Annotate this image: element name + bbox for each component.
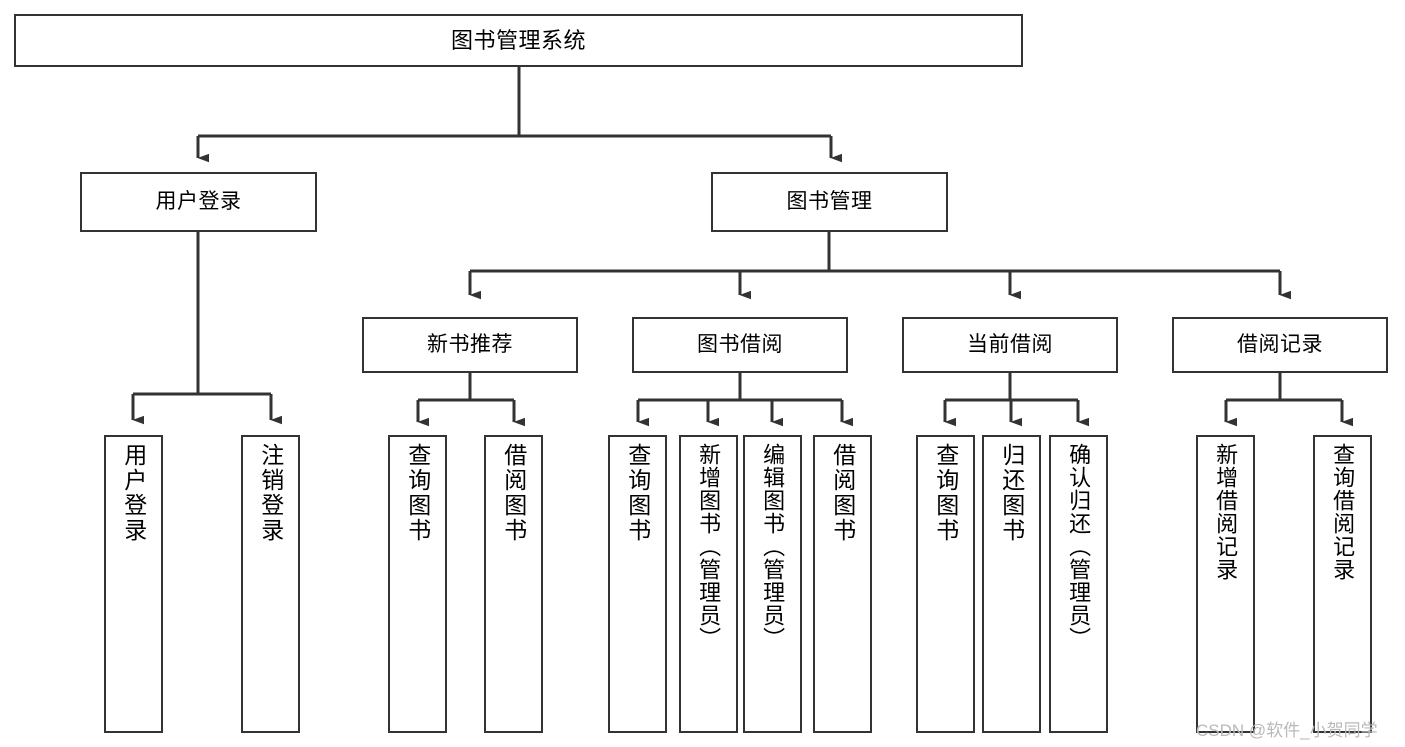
node-user-login[interactable]: 用户登录 (80, 172, 317, 232)
node-label: 查询图书 (624, 443, 651, 543)
node-label: 归还图书 (998, 443, 1025, 543)
leaf-query-book-current[interactable]: 查询图书 (916, 435, 975, 733)
node-label: 查询图书 (404, 443, 431, 543)
node-label: 图书借阅 (697, 332, 783, 356)
leaf-borrow-book-recommend[interactable]: 借阅图书 (484, 435, 543, 733)
node-label: 编辑图书（管理员） (760, 443, 786, 650)
leaf-add-borrow-record[interactable]: 新增借阅记录 (1196, 435, 1255, 733)
leaf-user-login[interactable]: 用户登录 (104, 435, 163, 733)
node-label: 借阅图书 (829, 443, 856, 543)
node-label: 用户登录 (155, 189, 242, 213)
leaf-return-book[interactable]: 归还图书 (982, 435, 1041, 733)
leaf-borrow-book-borrow[interactable]: 借阅图书 (813, 435, 872, 733)
leaf-logout-login[interactable]: 注销登录 (241, 435, 300, 733)
leaf-confirm-return-admin[interactable]: 确认归还（管理员） (1049, 435, 1108, 733)
leaf-query-book-recommend[interactable]: 查询图书 (388, 435, 447, 733)
node-label: 当前借阅 (967, 332, 1053, 356)
node-new-book-recommend[interactable]: 新书推荐 (362, 317, 578, 373)
watermark-text: CSDN @软件_小贺同学 (1196, 721, 1378, 740)
node-label: 图书管理 (786, 189, 873, 213)
leaf-edit-book-admin[interactable]: 编辑图书（管理员） (743, 435, 802, 733)
node-book-management[interactable]: 图书管理 (711, 172, 948, 232)
node-label: 查询借阅记录 (1330, 443, 1356, 581)
node-label: 确认归还（管理员） (1066, 443, 1092, 650)
leaf-query-book-borrow[interactable]: 查询图书 (608, 435, 667, 733)
node-label: 借阅图书 (500, 443, 527, 543)
node-book-borrow[interactable]: 图书借阅 (632, 317, 848, 373)
node-label: 用户登录 (120, 443, 147, 543)
node-label: 新书推荐 (427, 332, 513, 356)
node-current-borrow[interactable]: 当前借阅 (902, 317, 1118, 373)
node-label: 查询图书 (932, 443, 959, 543)
node-borrow-record[interactable]: 借阅记录 (1172, 317, 1388, 373)
node-label: 注销登录 (257, 443, 284, 543)
node-label: 借阅记录 (1237, 332, 1323, 356)
node-label: 新增图书（管理员） (696, 443, 722, 650)
node-root-book-management-system[interactable]: 图书管理系统 (14, 14, 1023, 67)
leaf-add-book-admin[interactable]: 新增图书（管理员） (679, 435, 738, 733)
leaf-query-borrow-record[interactable]: 查询借阅记录 (1313, 435, 1372, 733)
node-label: 新增借阅记录 (1213, 443, 1239, 581)
node-label: 图书管理系统 (450, 27, 586, 53)
